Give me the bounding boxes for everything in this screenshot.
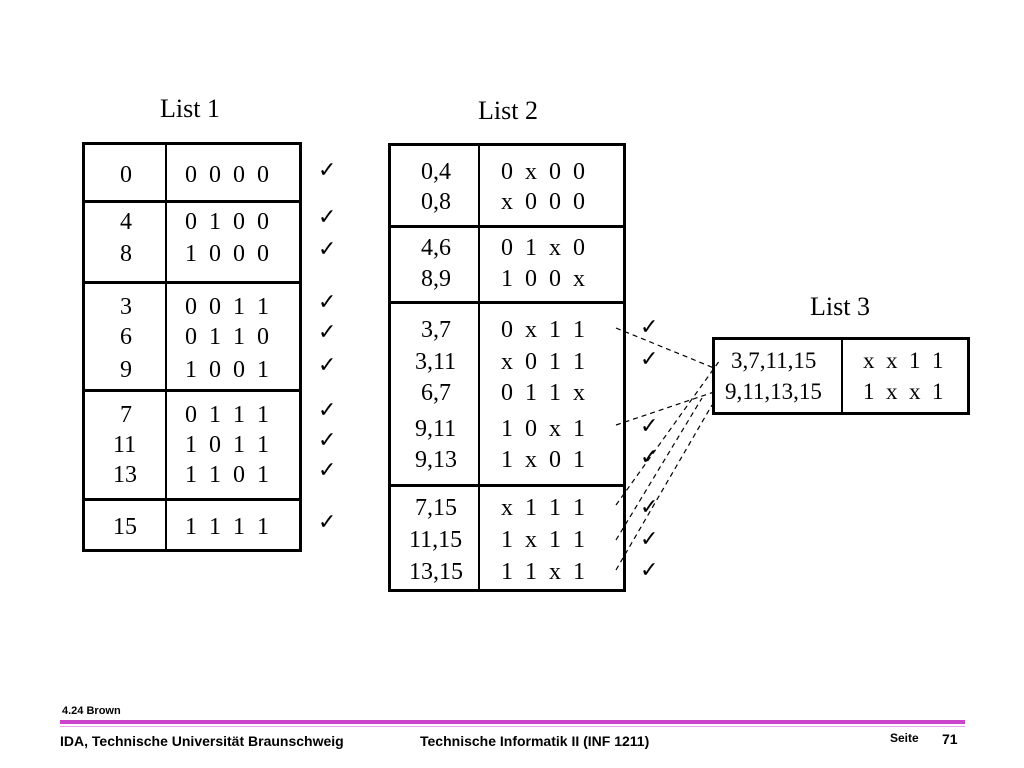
minterm-cell: 3: [120, 294, 132, 320]
list2-table: 0,4 0 x 0 0 0,8 x 0 0 0 4,6 0 1 x 0 8,9 …: [388, 143, 626, 592]
connector-line: [615, 397, 703, 541]
check-icon: ✓: [640, 315, 659, 340]
binary-cell: 1 1 1 1: [185, 514, 269, 540]
list2-group-separator: [391, 225, 623, 228]
connector-line: [615, 359, 721, 506]
minterm-cell: 8: [120, 241, 132, 267]
check-icon: ✓: [318, 458, 337, 483]
minterm-cell: 6: [120, 324, 132, 350]
binary-cell: 0 0 1 1: [185, 294, 269, 320]
binary-cell: 0 1 0 0: [185, 209, 269, 235]
footer-institution: IDA, Technische Universität Braunschweig: [60, 733, 344, 749]
check-icon: ✓: [318, 290, 337, 315]
list1-divider: [165, 145, 167, 549]
minterm-cell: 9: [120, 357, 132, 383]
footer-page-number: 71: [942, 731, 958, 747]
list1-group-separator: [85, 389, 299, 392]
binary-cell: 0 x 1 1: [501, 317, 585, 343]
connector-line: [615, 327, 715, 369]
check-icon: ✓: [318, 320, 337, 345]
binary-cell: 1 0 x 1: [501, 416, 585, 442]
list1-group-separator: [85, 200, 299, 203]
binary-cell: x x 1 1: [863, 348, 944, 373]
check-icon: ✓: [640, 347, 659, 372]
list3-table: 3,7,11,15 x x 1 1 9,11,13,15 1 x x 1: [712, 337, 970, 415]
list1-table: 0 0 0 0 0 4 0 1 0 0 8 1 0 0 0 3 0 0 1 1 …: [82, 142, 302, 552]
check-icon: ✓: [318, 205, 337, 230]
check-icon: ✓: [318, 353, 337, 378]
list3-title: List 3: [810, 292, 870, 321]
binary-cell: 0 1 1 1: [185, 402, 269, 428]
list3-divider: [841, 340, 843, 412]
binary-cell: 1 0 1 1: [185, 432, 269, 458]
list2-group-separator: [391, 484, 623, 487]
binary-cell: x 0 0 0: [501, 189, 585, 215]
minterm-cell: 0,4: [421, 159, 451, 185]
minterm-cell: 9,11: [415, 416, 457, 442]
binary-cell: 1 x x 1: [863, 379, 944, 404]
footer-course: Technische Informatik II (INF 1211): [420, 733, 650, 749]
minterm-cell: 0,8: [421, 189, 451, 215]
binary-cell: 1 0 0 0: [185, 241, 269, 267]
binary-cell: 1 1 0 1: [185, 462, 269, 488]
check-icon: ✓: [640, 495, 659, 520]
check-icon: ✓: [640, 558, 659, 583]
check-icon: ✓: [318, 428, 337, 453]
list2-group-separator: [391, 301, 623, 304]
list1-group-separator: [85, 281, 299, 284]
minterm-cell: 4: [120, 209, 132, 235]
check-icon: ✓: [318, 510, 337, 535]
minterm-cell: 13,15: [409, 559, 463, 585]
minterm-cell: 4,6: [421, 235, 451, 261]
check-icon: ✓: [640, 414, 659, 439]
minterm-cell: 0: [120, 162, 132, 188]
minterm-cell: 3,7,11,15: [731, 348, 817, 373]
list2-title: List 2: [478, 96, 538, 125]
binary-cell: 1 0 0 1: [185, 357, 269, 383]
minterm-cell: 11,15: [409, 527, 463, 553]
binary-cell: 0 1 x 0: [501, 235, 585, 261]
minterm-cell: 7,15: [415, 495, 457, 521]
binary-cell: 1 1 x 1: [501, 559, 585, 585]
binary-cell: 0 1 1 0: [185, 324, 269, 350]
check-icon: ✓: [318, 237, 337, 262]
connector-line: [615, 404, 713, 571]
binary-cell: 0 x 0 0: [501, 159, 585, 185]
list2-divider: [478, 146, 480, 589]
minterm-cell: 7: [120, 402, 132, 428]
minterm-cell: 13: [113, 462, 137, 488]
list1-title: List 1: [160, 94, 220, 123]
check-icon: ✓: [318, 398, 337, 423]
minterm-cell: 6,7: [421, 380, 451, 406]
binary-cell: 1 0 0 x: [501, 266, 585, 292]
binary-cell: x 0 1 1: [501, 349, 585, 375]
minterm-cell: 9,11,13,15: [725, 379, 822, 404]
reference-label: 4.24 Brown: [62, 705, 121, 717]
minterm-cell: 3,11: [415, 349, 457, 375]
binary-cell: 1 x 1 1: [501, 527, 585, 553]
binary-cell: 0 0 0 0: [185, 162, 269, 188]
check-icon: ✓: [318, 158, 337, 183]
binary-cell: 0 1 1 x: [501, 380, 585, 406]
connector-line: [615, 391, 715, 426]
check-icon: ✓: [640, 527, 659, 552]
minterm-cell: 3,7: [421, 317, 451, 343]
binary-cell: 1 x 0 1: [501, 447, 585, 473]
minterm-cell: 9,13: [415, 447, 457, 473]
list1-group-separator: [85, 498, 299, 501]
minterm-cell: 8,9: [421, 266, 451, 292]
binary-cell: x 1 1 1: [501, 495, 585, 521]
minterm-cell: 11: [113, 432, 137, 458]
footer-page-label: Seite: [890, 731, 919, 745]
minterm-cell: 15: [113, 514, 137, 540]
footer-divider-shadow: [60, 726, 965, 727]
footer-divider: [60, 720, 965, 724]
